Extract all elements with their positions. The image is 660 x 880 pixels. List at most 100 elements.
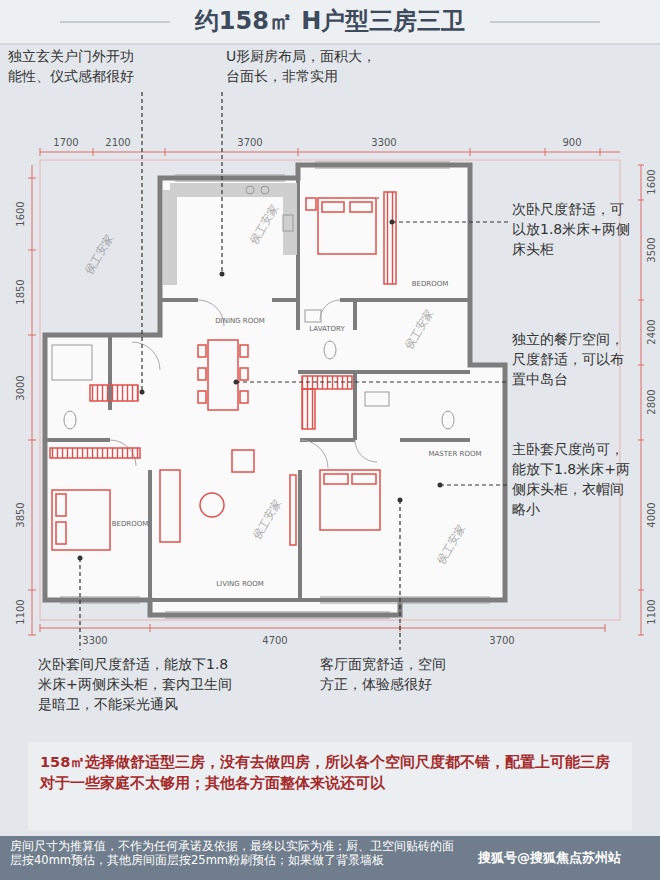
- dimension-label: 3700: [489, 634, 514, 647]
- plan-shape: [28, 635, 36, 636]
- plan-shape: [40, 624, 41, 632]
- plan-shape: [384, 192, 396, 284]
- plan-shape: [638, 200, 644, 201]
- callout-note: 次卧套间尺度舒适，能放下1.8米床+两侧床头柜，套内卫生间是暗卫，不能采光通风: [38, 655, 238, 715]
- basin: [305, 310, 321, 322]
- watermark: 侯工安家: [435, 522, 469, 567]
- plan-shape: [638, 440, 644, 441]
- plan-shape: [140, 390, 145, 395]
- plan-shape: [150, 598, 400, 602]
- plan-shape: [638, 165, 644, 166]
- dimension-label: 3300: [371, 136, 396, 149]
- kitchen-counter: [170, 190, 290, 285]
- toilet: [64, 411, 76, 429]
- plan-shape: [324, 474, 348, 484]
- dimension-lines: [28, 148, 644, 635]
- outer-wall: [45, 165, 505, 615]
- plan-shape: [50, 448, 140, 458]
- plan-shape: [150, 624, 151, 632]
- stove: [246, 186, 254, 194]
- dimension-label: 1100: [644, 599, 657, 624]
- plan-shape: [315, 162, 450, 163]
- dimension-label: 1600: [14, 201, 27, 226]
- plan-shape: [320, 470, 380, 530]
- dimension-label: 2800: [644, 389, 657, 414]
- interior-walls: [45, 178, 470, 600]
- leader-lines: [80, 92, 508, 650]
- plan-shape: [198, 391, 206, 403]
- plan-shape: [320, 300, 340, 320]
- plan-shape: [400, 438, 470, 442]
- header-deco: [60, 22, 170, 23]
- plan-shape: [208, 340, 238, 410]
- plan-shape: [165, 618, 390, 619]
- plan-shape: [148, 470, 152, 600]
- dimension-label: 900: [562, 136, 581, 149]
- door-swings: [110, 300, 377, 468]
- dimension-label: 2400: [644, 319, 657, 344]
- plan-shape: [40, 152, 620, 153]
- watermark: 侯工安家: [403, 307, 437, 352]
- dimension-label: 3500: [644, 237, 657, 262]
- plan-shape: [79, 558, 80, 650]
- plan-shape: [240, 391, 248, 403]
- plan-shape: [32, 165, 33, 635]
- dimension-label: 3700: [237, 136, 262, 149]
- plan-shape: [132, 342, 160, 370]
- plan-shape: [315, 168, 450, 169]
- plan-shape: [60, 597, 140, 598]
- plan-shape: [438, 483, 443, 488]
- plan-shape: [175, 175, 285, 176]
- summary-panel: [28, 742, 632, 830]
- header-deco: [490, 22, 600, 23]
- plan-shape: [90, 385, 138, 401]
- shower: [52, 345, 92, 380]
- plan-shape: [353, 300, 357, 330]
- plan-shape: [641, 165, 642, 635]
- plan-shape: [340, 298, 470, 302]
- plan-shape: [56, 522, 66, 544]
- stove: [261, 186, 269, 194]
- plan-shape: [175, 181, 285, 182]
- page-title: 约158㎡ H户型三房三卫: [195, 6, 466, 37]
- plan-shape: [236, 381, 508, 382]
- plan-shape: [390, 220, 395, 225]
- plan-shape: [320, 597, 490, 598]
- plan-shape: [160, 298, 198, 302]
- plan-shape: [45, 438, 110, 442]
- callout-note: 独立的餐厅空间，尺度舒适，可以布置中岛台: [512, 330, 634, 390]
- plan-shape: [200, 493, 224, 517]
- dimension-label: 1700: [53, 136, 78, 149]
- watermark: 侯工安家: [83, 232, 117, 277]
- dimension-label: 3850: [14, 502, 27, 527]
- callout-note: 主卧套尺度尚可，能放下1.8米床+两侧床头柜，衣帽间略小: [512, 440, 634, 520]
- plan-shape: [40, 148, 41, 156]
- plan-shape: [638, 590, 644, 591]
- header-band: [0, 0, 660, 44]
- summary-note: 158㎡选择做舒适型三房，没有去做四房，所以各个空间尺度都不错，配置上可能三房对…: [40, 752, 625, 794]
- footer-band: [0, 836, 660, 880]
- plan-shape: [320, 603, 490, 604]
- plan-shape: [350, 202, 372, 212]
- toilet: [324, 341, 336, 359]
- plan-shape: [28, 440, 36, 441]
- toilet: [442, 411, 454, 429]
- plan-shape: [638, 365, 644, 366]
- basin: [365, 392, 389, 406]
- plan-shape: [318, 198, 376, 254]
- callout-note: 次卧尺度舒适，可以放1.8米床+两侧床头柜: [512, 200, 634, 260]
- plan-shape: [60, 603, 140, 604]
- plan-shape: [605, 624, 606, 632]
- dimension-label: 3300: [82, 634, 107, 647]
- plan-shape: [232, 450, 254, 472]
- dimension-label: 1850: [14, 279, 27, 304]
- plan-shape: [300, 440, 328, 468]
- plan-shape: [198, 368, 206, 380]
- plan-shape: [302, 389, 315, 429]
- plan-shape: [234, 380, 239, 385]
- plan-shape: [56, 494, 66, 516]
- room-label: LIVING ROOM: [216, 580, 264, 589]
- room-label: BEDROOM: [412, 280, 449, 289]
- plan-shape: [298, 470, 302, 600]
